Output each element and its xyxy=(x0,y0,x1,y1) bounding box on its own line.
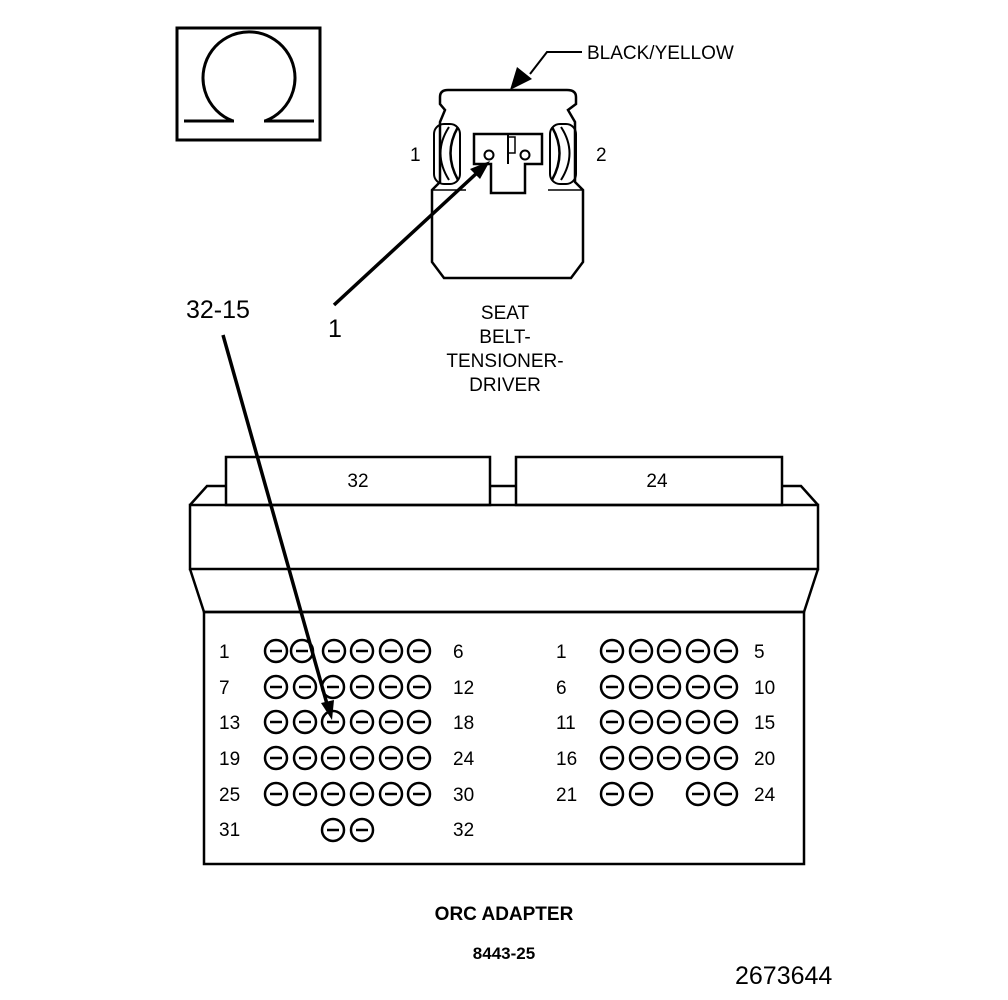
seat-belt-tensioner-connector xyxy=(430,88,585,280)
ohm-icon xyxy=(184,30,314,123)
driver-pin-1-label: 1 xyxy=(410,145,421,166)
driver-pin-2-label: 2 xyxy=(596,145,607,166)
pin-group xyxy=(599,709,739,735)
pin-group xyxy=(320,817,375,843)
row-start-label: 6 xyxy=(556,678,567,699)
caption-line-1: SEAT xyxy=(481,303,530,324)
pin-row-left-5: 25 30 xyxy=(219,781,474,807)
probe-pin-1-label: 1 xyxy=(328,315,342,343)
probe-lead-pin-1 xyxy=(332,161,490,307)
caption-line-4: DRIVER xyxy=(469,375,541,396)
pin-group xyxy=(263,674,432,700)
row-start-label: 21 xyxy=(556,785,577,806)
pin-group xyxy=(599,745,739,771)
pin-group xyxy=(263,638,432,664)
row-end-label: 32 xyxy=(453,820,474,841)
row-start-label: 31 xyxy=(219,820,240,841)
figure-number: 2673644 xyxy=(735,962,832,990)
row-start-label: 1 xyxy=(556,642,567,663)
row-end-label: 18 xyxy=(453,713,474,734)
pin-group xyxy=(599,781,739,807)
pin-row-right-4: 16 20 xyxy=(556,745,775,771)
row-end-label: 24 xyxy=(453,749,475,770)
pin-group xyxy=(599,638,739,664)
pin-group xyxy=(263,709,432,735)
pin-group xyxy=(263,745,432,771)
pin-block-32: 1 6 7 12 13 xyxy=(219,638,475,843)
pin-row-right-1: 1 5 xyxy=(556,638,765,664)
adapter-tab-32-label: 32 xyxy=(347,471,368,492)
driver-connector-caption: SEAT BELT- TENSIONER- DRIVER xyxy=(446,303,563,396)
row-start-label: 11 xyxy=(556,713,576,734)
row-start-label: 7 xyxy=(219,678,230,699)
ohmmeter-symbol xyxy=(175,26,322,142)
driver-pin-2 xyxy=(519,149,531,161)
row-start-label: 25 xyxy=(219,785,240,806)
wire-color-label: BLACK/YELLOW xyxy=(587,43,734,64)
pin-block-24: 1 5 6 10 11 xyxy=(556,638,776,807)
caption-line-2: BELT- xyxy=(479,327,530,348)
row-start-label: 19 xyxy=(219,749,240,770)
adapter-tab-24-label: 24 xyxy=(646,471,668,492)
adapter-title: ORC ADAPTER xyxy=(435,904,574,925)
row-end-label: 30 xyxy=(453,785,474,806)
row-end-label: 12 xyxy=(453,678,474,699)
pin-row-right-5: 21 24 xyxy=(556,781,776,807)
row-end-label: 6 xyxy=(453,642,464,663)
driver-pin-1 xyxy=(483,149,495,161)
pin-row-left-6: 31 32 xyxy=(219,817,474,843)
adapter-part-number: 8443-25 xyxy=(473,944,535,963)
probe-32-15-label: 32-15 xyxy=(186,296,250,324)
row-start-label: 13 xyxy=(219,713,240,734)
pin-row-left-3: 13 18 xyxy=(219,709,474,735)
pin-row-left-4: 19 24 xyxy=(219,745,475,771)
caption-line-3: TENSIONER- xyxy=(446,351,563,372)
row-end-label: 24 xyxy=(754,785,776,806)
row-end-label: 20 xyxy=(754,749,775,770)
pin-group xyxy=(599,674,739,700)
pin-row-left-2: 7 12 xyxy=(219,674,474,700)
row-start-label: 1 xyxy=(219,642,230,663)
row-end-label: 5 xyxy=(754,642,765,663)
row-end-label: 10 xyxy=(754,678,775,699)
pin-row-right-2: 6 10 xyxy=(556,674,775,700)
pin-row-right-3: 11 15 xyxy=(556,709,775,735)
pin-row-left-1: 1 6 xyxy=(219,638,464,664)
row-end-label: 15 xyxy=(754,713,775,734)
probe-lead-32-15 xyxy=(221,334,334,720)
wire-color-leader xyxy=(510,51,582,90)
pin-group xyxy=(263,781,432,807)
orc-adapter-body xyxy=(188,455,820,866)
row-start-label: 16 xyxy=(556,749,577,770)
